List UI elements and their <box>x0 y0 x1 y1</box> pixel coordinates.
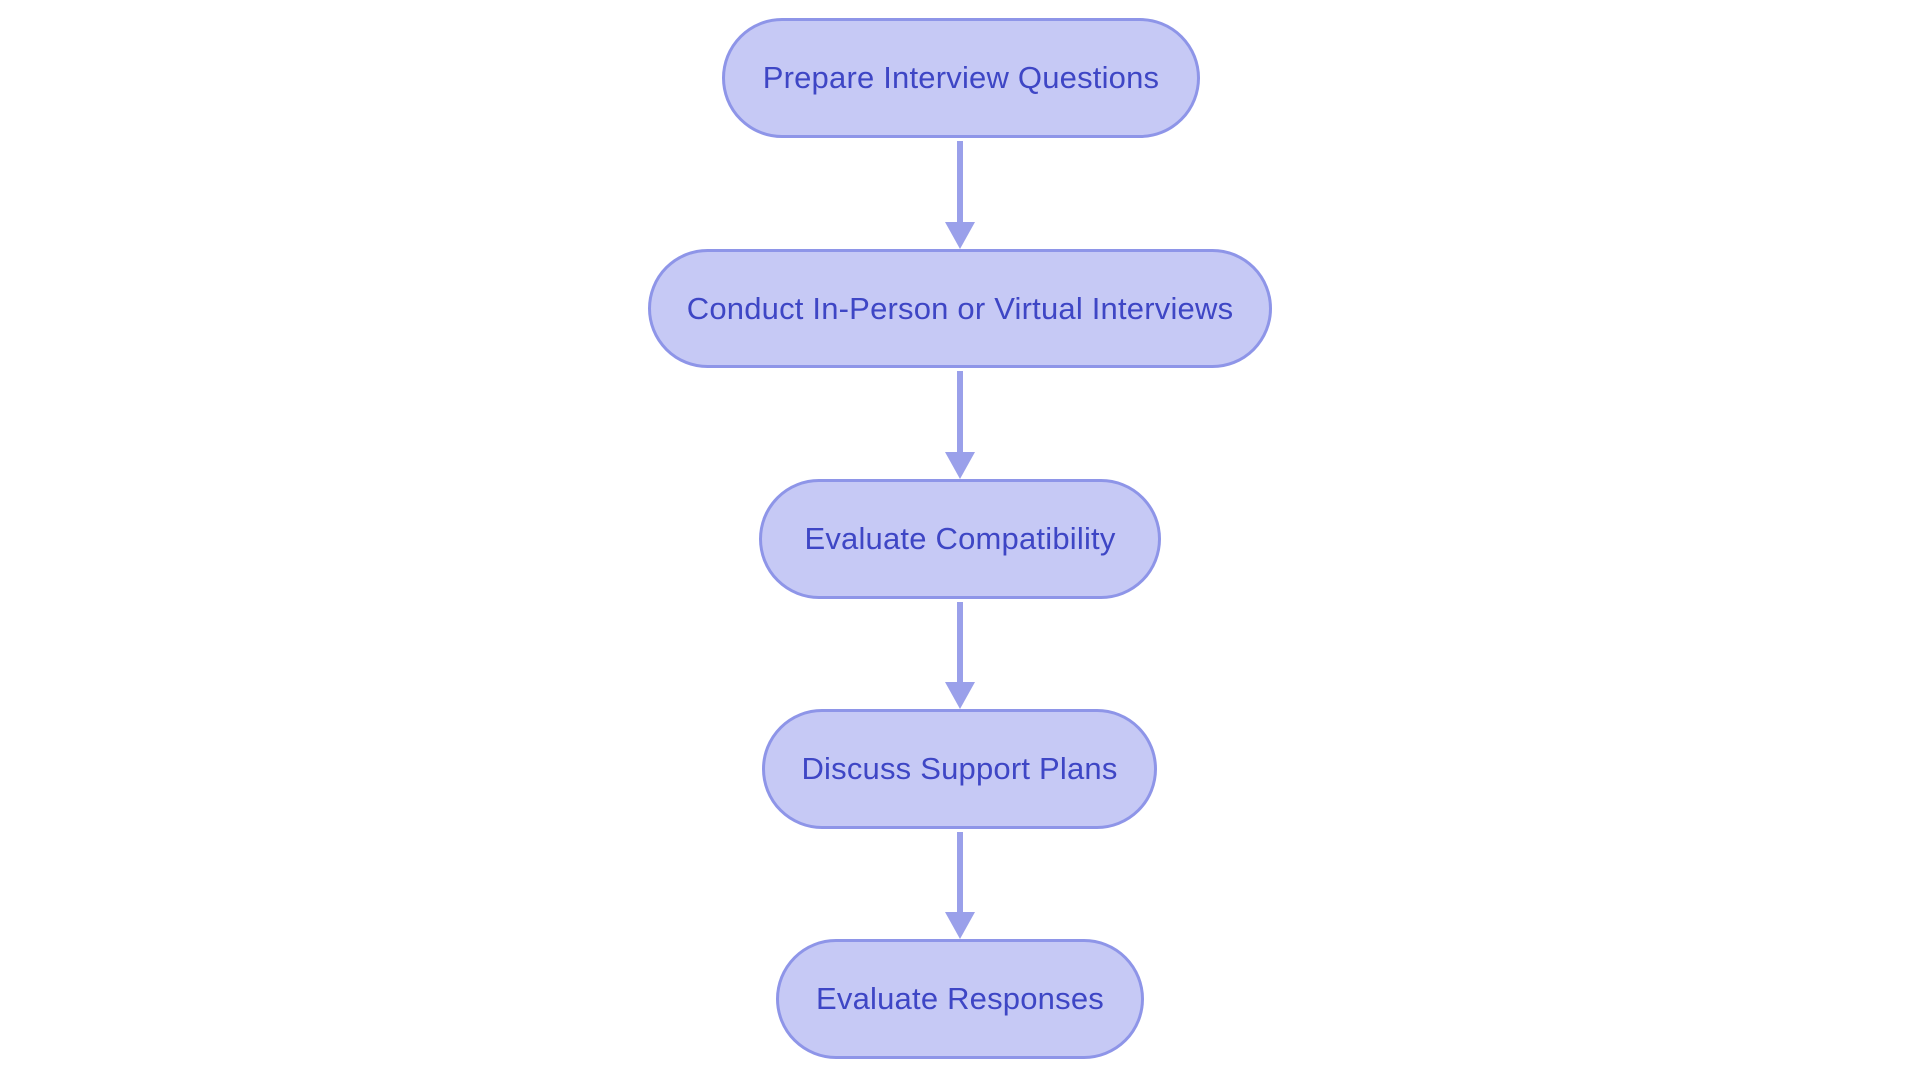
connector-line <box>957 371 963 455</box>
flow-node-conduct-interviews: Conduct In-Person or Virtual Interviews <box>648 249 1272 368</box>
arrowhead-down-icon <box>945 912 975 939</box>
connector-line <box>957 832 963 915</box>
flow-connector-3 <box>945 602 975 709</box>
flow-connector-1 <box>945 141 975 249</box>
flow-node-label: Conduct In-Person or Virtual Interviews <box>686 290 1234 326</box>
flow-node-discuss-support-plans: Discuss Support Plans <box>762 709 1157 829</box>
flow-node-prepare-interview-questions: Prepare Interview Questions <box>722 18 1200 138</box>
flow-connector-4 <box>945 832 975 939</box>
flow-node-label: Discuss Support Plans <box>801 751 1118 786</box>
connector-line <box>957 602 963 685</box>
flow-node-label: Evaluate Compatibility <box>804 521 1116 556</box>
arrowhead-down-icon <box>945 222 975 249</box>
flow-node-evaluate-responses: Evaluate Responses <box>776 939 1144 1059</box>
flow-node-label: Evaluate Responses <box>816 981 1104 1016</box>
connector-line <box>957 141 963 225</box>
flow-node-evaluate-compatibility: Evaluate Compatibility <box>759 479 1161 599</box>
arrowhead-down-icon <box>945 452 975 479</box>
flow-node-label: Prepare Interview Questions <box>762 60 1160 95</box>
flow-connector-2 <box>945 371 975 479</box>
arrowhead-down-icon <box>945 682 975 709</box>
